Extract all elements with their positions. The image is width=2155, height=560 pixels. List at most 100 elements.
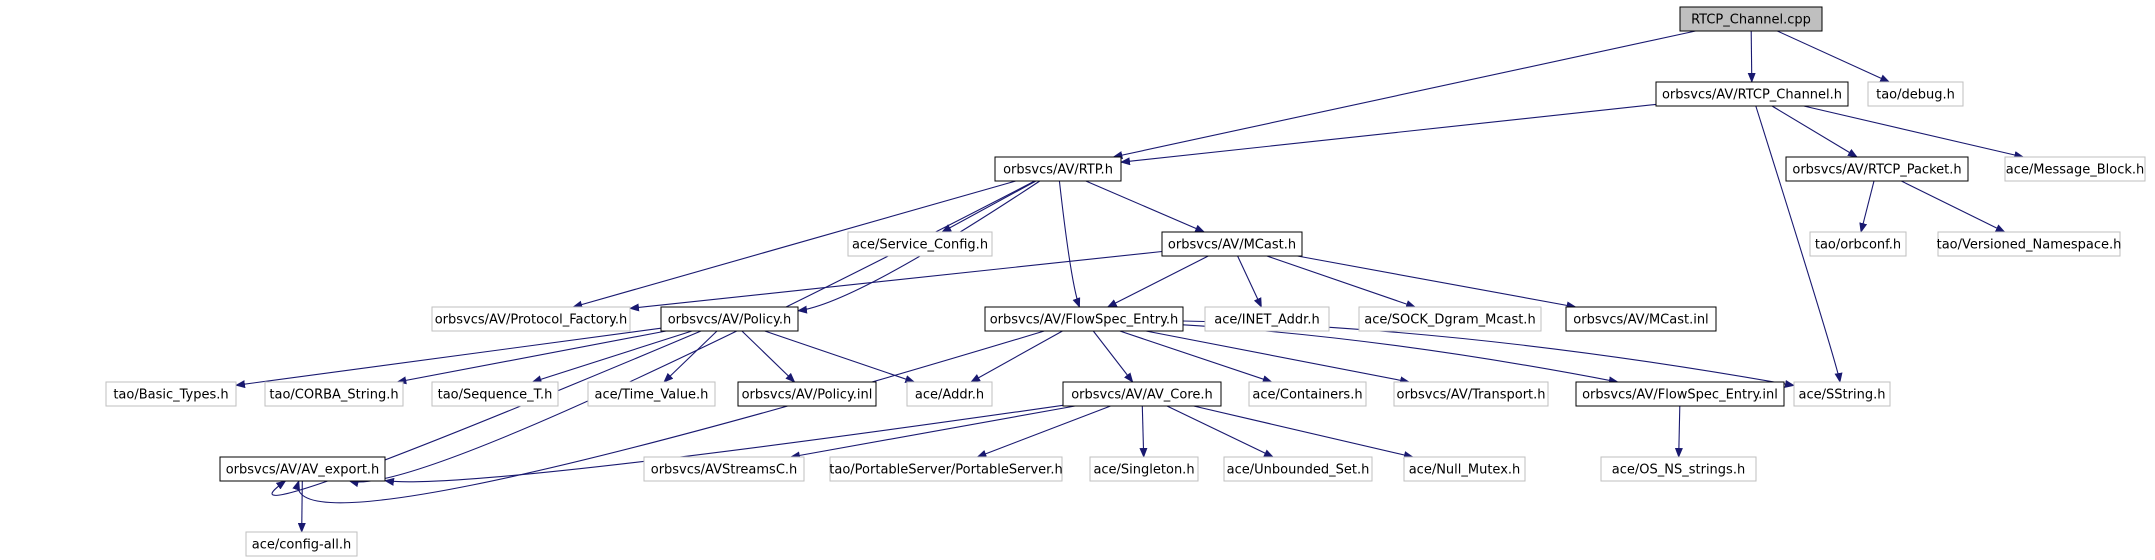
node-rtcp-h[interactable]: orbsvcs/AV/RTCP_Channel.h [1655,81,1849,107]
edge-mcast-to-protofac [629,250,1163,312]
node-label: orbsvcs/AV/FlowSpec_Entry.inl [1582,388,1778,403]
node-box [1089,456,1199,482]
edge-flowspec-to-avcore [1092,330,1134,383]
edge-policy-to-basic [235,327,662,389]
edge-layer [235,30,2025,533]
edge-rtp-to-svcconf [941,180,1037,233]
node-label: ace/Containers.h [1252,388,1362,403]
node-svcconf[interactable]: ace/Service_Config.h [847,231,993,257]
node-policyinl[interactable]: orbsvcs/AV/Policy.inl [737,381,877,407]
node-sockdgram[interactable]: ace/SOCK_Dgram_Mcast.h [1358,306,1542,332]
edge-rtcp_cpp-to-debug [1777,30,1891,83]
edge-avcore-to-singleton [1139,405,1148,458]
node-rtp[interactable]: orbsvcs/AV/RTP.h [994,156,1122,182]
node-box [829,456,1063,482]
node-avstreamsc[interactable]: orbsvcs/AVStreamsC.h [643,456,805,482]
node-label: orbsvcs/AV/FlowSpec_Entry.h [990,313,1179,328]
node-singleton[interactable]: ace/Singleton.h [1089,456,1199,482]
node-sstring[interactable]: ace/SString.h [1793,381,1891,407]
node-label: ace/OS_NS_strings.h [1612,463,1745,478]
edge-mcast-to-inet [1237,255,1262,308]
node-msgblock[interactable]: ace/Message_Block.h [2004,156,2146,182]
edge-rtp-to-protofac [572,180,1016,309]
node-label: orbsvcs/AV/AV_Core.h [1071,388,1213,403]
node-label: orbsvcs/AV/Protocol_Factory.h [435,313,628,328]
node-box [1785,156,1969,182]
edge-avcore-to-avexport [384,404,1064,486]
node-rtcp-cpp[interactable]: RTCP_Channel.cpp [1679,6,1823,32]
edge-mcast-to-flowspec [1106,255,1209,308]
node-nullmutex[interactable]: ace/Null_Mutex.h [1403,456,1526,482]
node-box [1600,456,1757,482]
node-corbastr[interactable]: tao/CORBA_String.h [264,381,404,407]
node-flowinl[interactable]: orbsvcs/AV/FlowSpec_Entry.inl [1575,381,1785,407]
node-box [431,306,631,332]
node-label: ace/SString.h [1799,388,1886,403]
node-box [1867,81,1964,107]
node-box [1793,381,1891,407]
edge-mcast-to-mcastinl [1297,255,1577,310]
node-versioned[interactable]: tao/Versioned_Namespace.h [1937,231,2122,257]
edge-packet-to-orbconf [1859,180,1875,233]
node-label: tao/Basic_Types.h [113,388,228,403]
node-box [994,156,1122,182]
node-box [847,231,993,257]
node-avexport[interactable]: orbsvcs/AV/AV_export.h [219,456,386,482]
node-transport[interactable]: orbsvcs/AV/Transport.h [1393,381,1549,407]
node-label: orbsvcs/AV/RTP.h [1003,163,1113,178]
node-mcast[interactable]: orbsvcs/AV/MCast.h [1161,231,1303,257]
node-box [1809,231,1907,257]
node-containers[interactable]: ace/Containers.h [1248,381,1367,407]
node-box [1655,81,1849,107]
node-label: ace/Addr.h [915,388,984,403]
node-unbounded[interactable]: ace/Unbounded_Set.h [1223,456,1373,482]
node-mcastinl[interactable]: orbsvcs/AV/MCast.inl [1565,306,1717,332]
node-box [2004,156,2146,182]
node-box [984,306,1184,332]
node-label: orbsvcs/AV/MCast.inl [1573,313,1708,328]
node-osns[interactable]: ace/OS_NS_strings.h [1600,456,1757,482]
edge-policy-to-policyinl [741,330,796,383]
node-label: ace/SOCK_Dgram_Mcast.h [1364,313,1535,328]
node-box [105,381,237,407]
node-box [587,381,716,407]
edge-rtp-to-policy [797,180,1041,314]
node-flowspec[interactable]: orbsvcs/AV/FlowSpec_Entry.h [984,306,1184,332]
node-label: tao/Sequence_T.h [438,388,553,403]
edge-avcore-to-nullmutex [1193,405,1414,459]
node-label: ace/Singleton.h [1093,463,1194,478]
node-inet[interactable]: ace/INET_Addr.h [1204,306,1330,332]
node-policy[interactable]: orbsvcs/AV/Policy.h [660,306,799,332]
node-addr[interactable]: ace/Addr.h [906,381,993,407]
node-box [1575,381,1785,407]
edge-rtcp_cpp-to-rtcp_h [1747,30,1756,83]
node-box [1161,231,1303,257]
node-packet[interactable]: orbsvcs/AV/RTCP_Packet.h [1785,156,1969,182]
edge-flowspec-to-flowinl [1182,324,1619,385]
edge-avcore-to-avstreamsc [789,405,1076,460]
node-basic[interactable]: tao/Basic_Types.h [105,381,237,407]
node-label: orbsvcs/AV/Transport.h [1396,388,1545,403]
node-protofac[interactable]: orbsvcs/AV/Protocol_Factory.h [431,306,631,332]
node-label: tao/PortableServer/PortableServer.h [829,463,1062,478]
node-box [1358,306,1542,332]
node-box [431,381,559,407]
node-box [1393,381,1549,407]
node-orbconf[interactable]: tao/orbconf.h [1809,231,1907,257]
node-portable[interactable]: tao/PortableServer/PortableServer.h [829,456,1063,482]
edge-mcast-to-sockdgram [1266,255,1417,308]
node-box [1565,306,1717,332]
node-label: tao/CORBA_String.h [269,388,398,403]
node-box [737,381,877,407]
node-timeval[interactable]: ace/Time_Value.h [587,381,716,407]
node-seqt[interactable]: tao/Sequence_T.h [431,381,559,407]
edge-flowspec-to-containers [1119,330,1273,383]
edge-flowspec-to-addr [970,330,1063,383]
node-debug[interactable]: tao/debug.h [1867,81,1964,107]
node-configall[interactable]: ace/config-all.h [245,531,358,557]
edge-policy-to-corbastr [396,330,667,385]
node-avcore[interactable]: orbsvcs/AV/AV_Core.h [1062,381,1222,407]
node-box [1937,231,2121,257]
node-box [1223,456,1373,482]
node-box [906,381,993,407]
